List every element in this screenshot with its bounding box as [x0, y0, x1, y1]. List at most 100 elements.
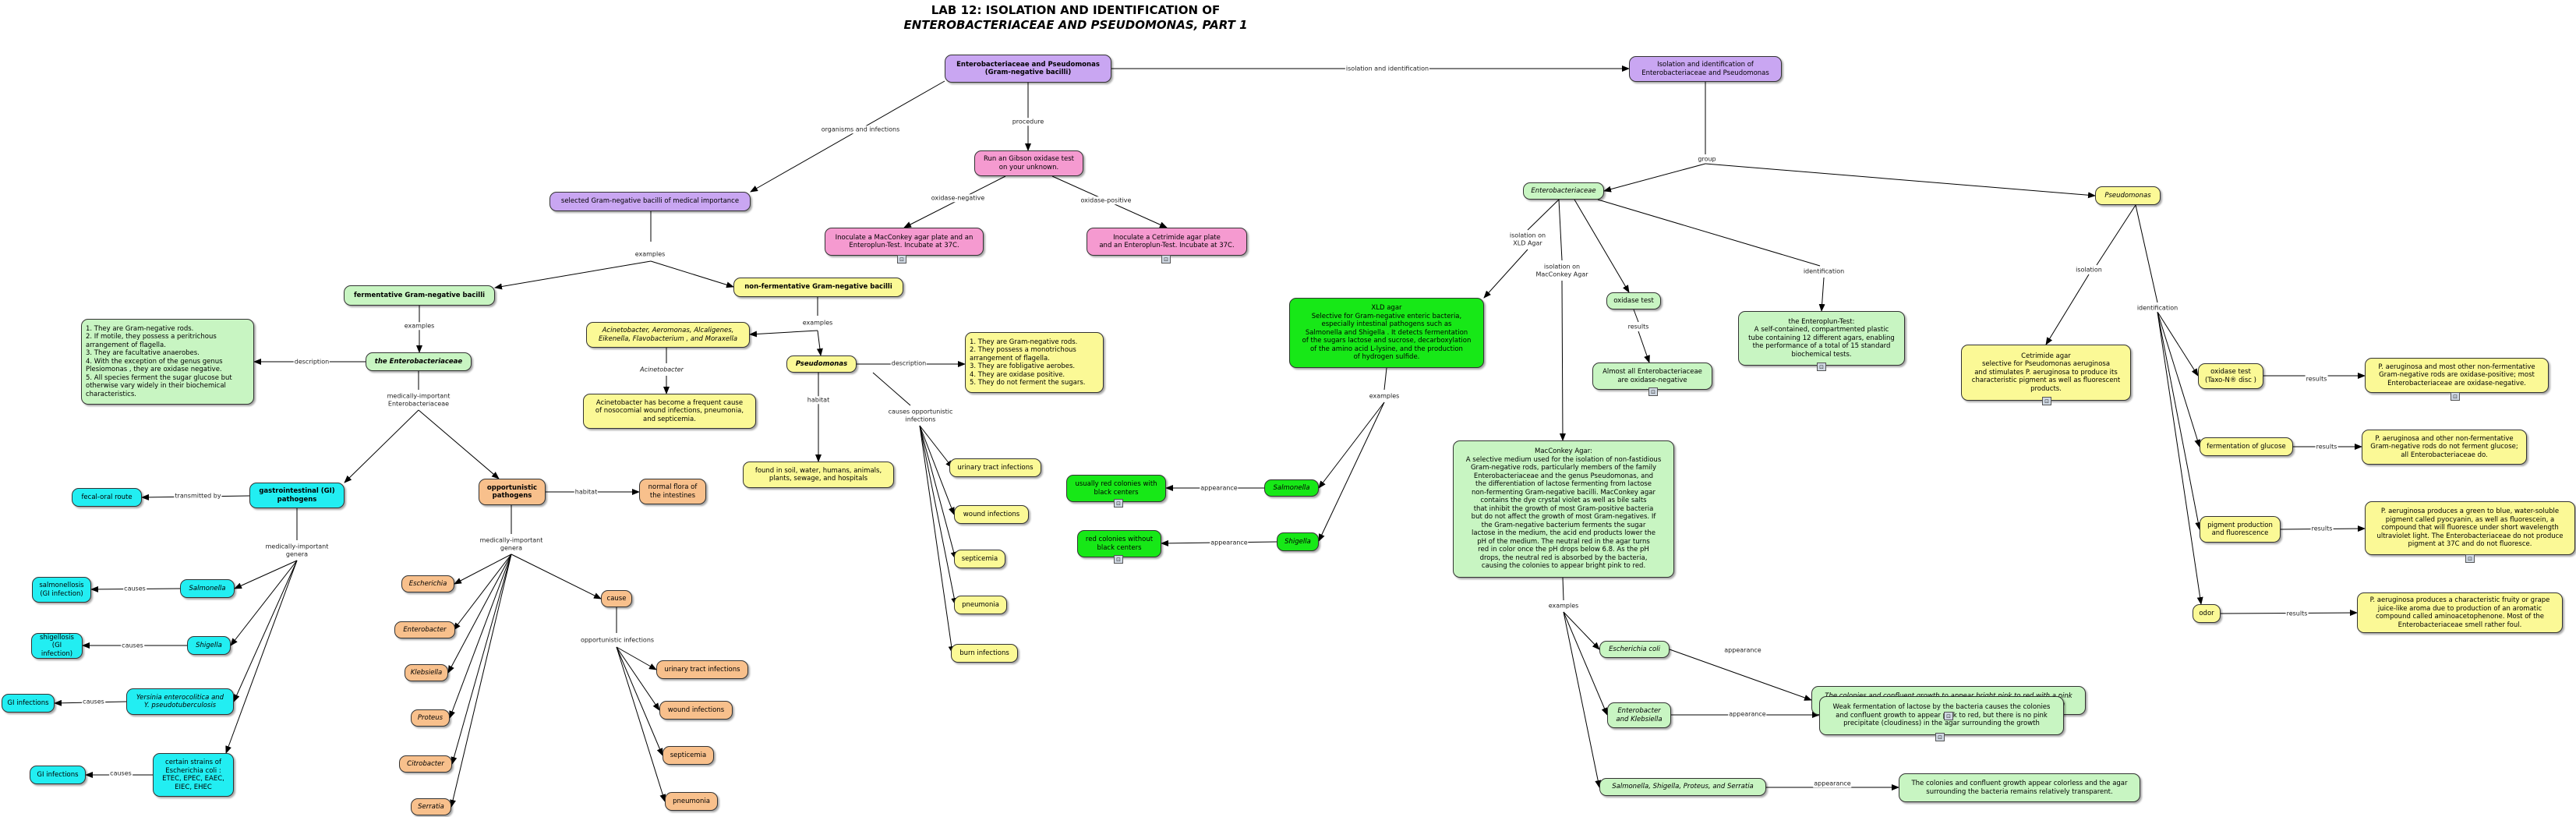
node-result-fermentation[interactable]: P. aeruginosa and other non-fermentative…	[2362, 430, 2527, 465]
node-oxidase-test-entero[interactable]: oxidase test	[1606, 292, 1661, 309]
paperclip-icon[interactable]: ⊡	[1944, 712, 1953, 720]
node-appearance-salmonella[interactable]: The colonies and confluent growth appear…	[1899, 773, 2140, 802]
node-pseudomonas-description[interactable]: 1. They are Gram-negative rods. 2. They …	[965, 332, 1104, 393]
node-normal-flora[interactable]: normal flora of the intestines	[639, 479, 706, 504]
node-isolation-root[interactable]: Isolation and identification of Enteroba…	[1629, 56, 1782, 82]
node-macconkey-salmonella[interactable]: Salmonella, Shigella, Proteus, and Serra…	[1599, 778, 1766, 796]
title-line-1: LAB 12: ISOLATION AND IDENTIFICATION OF	[931, 3, 1221, 17]
connector-line	[1638, 331, 1650, 363]
node-oxidase-procedure[interactable]: Run an Gibson oxidase test on your unkno…	[974, 150, 1083, 176]
label-opportunistic-infections: opportunistic infections	[579, 636, 655, 644]
node-salmonellosis[interactable]: salmonellosis (GI infection)	[32, 577, 91, 603]
paperclip-icon[interactable]: ⊡	[1648, 387, 1658, 396]
node-the-enterobacteriaceae[interactable]: the Enterobacteriaceae	[366, 352, 472, 371]
node-fermentative[interactable]: fermentative Gram-negative bacilli	[344, 285, 495, 306]
node-fermentation-glucose[interactable]: fermentation of glucose	[2200, 437, 2293, 456]
node-macconkey-ecoli[interactable]: Escherichia coli	[1599, 641, 1670, 658]
node-opp-pneumonia[interactable]: pneumonia	[665, 792, 718, 811]
paperclip-icon[interactable]: ⊡	[1935, 733, 1945, 741]
node-shigella-gi[interactable]: Shigella	[187, 636, 231, 655]
node-salmonella-gi[interactable]: Salmonella	[180, 579, 235, 598]
node-opp-wound[interactable]: wound infections	[659, 701, 733, 720]
node-acinetobacter-list[interactable]: Acinetobacter, Aeromonas, Alcaligenes, E…	[586, 322, 750, 348]
connector-line	[1818, 277, 1825, 312]
node-appearance-enterobacter[interactable]: Weak fermentation of lactose by the bact…	[1819, 696, 2064, 735]
label-examples: examples	[634, 250, 666, 258]
node-oxidase-test-pseudo[interactable]: oxidase test (Taxo-N® disc )	[2198, 363, 2263, 389]
node-opp-septicemia[interactable]: septicemia	[663, 746, 714, 765]
node-genus-klebsiella[interactable]: Klebsiella	[405, 664, 448, 681]
paperclip-icon[interactable]: ⊡	[1161, 255, 1171, 263]
node-xld-agar[interactable]: XLD agar Selective for Gram-negative ent…	[1289, 298, 1484, 368]
node-shigellosis[interactable]: shigellosis (GI infection)	[31, 633, 83, 659]
node-enteroplun-test[interactable]: the Enteroplun-Test: A self-contained, c…	[1738, 311, 1905, 366]
node-cetrimide-agar[interactable]: Cetrimide agar selective for Pseudomonas…	[1961, 345, 2131, 401]
node-pseudomonas-habitat[interactable]: found in soil, water, humans, animals, p…	[743, 462, 894, 488]
node-pseudomonas-mid[interactable]: Pseudomonas	[786, 355, 857, 373]
node-entero-description[interactable]: 1. They are Gram-negative rods. 2. If mo…	[81, 319, 254, 405]
label-isolation-and-identification: isolation and identification	[1345, 65, 1430, 73]
node-salmonella-xld[interactable]: Salmonella	[1264, 479, 1319, 497]
label-acinetobacter: Acinetobacter	[639, 366, 684, 373]
node-genus-serratia[interactable]: Serratia	[411, 798, 451, 815]
connector-line	[233, 560, 298, 702]
node-result-odor[interactable]: P. aeruginosa produces a characteristic …	[2357, 592, 2563, 633]
node-usually-red-colonies[interactable]: usually red colonies with black centers	[1066, 475, 1166, 502]
node-result-pigment[interactable]: P. aeruginosa produces a green to blue, …	[2365, 501, 2575, 555]
node-odor[interactable]: odor	[2193, 604, 2221, 623]
node-infection-burn[interactable]: burn infections	[951, 644, 1018, 663]
node-opportunistic-pathogens[interactable]: opportunistic pathogens	[479, 479, 546, 505]
node-shigella-xld[interactable]: Shigella	[1277, 532, 1319, 551]
node-selected-bacilli[interactable]: selected Gram-negative bacilli of medica…	[549, 192, 751, 211]
connector-line	[344, 409, 419, 483]
node-enterobacteriaceae-right[interactable]: Enterobacteriaceae	[1523, 182, 1604, 200]
connector-line	[2135, 204, 2158, 303]
paperclip-icon[interactable]: ⊡	[1114, 555, 1123, 564]
paperclip-icon[interactable]: ⊡	[2465, 554, 2475, 563]
node-genus-escherichia[interactable]: Escherichia	[401, 575, 454, 592]
node-macconkey-enterobacter[interactable]: Enterobacter and Klebsiella	[1607, 702, 1671, 728]
node-genus-citrobacter[interactable]: Citrobacter	[399, 755, 452, 773]
node-gi-infections-1[interactable]: GI infections	[2, 694, 55, 713]
node-yersinia[interactable]: Yersinia enterocolitica and Y. pseudotub…	[126, 688, 234, 715]
paperclip-icon[interactable]: ⊡	[2451, 392, 2460, 401]
node-fecal-oral[interactable]: fecal-oral route	[72, 488, 142, 507]
label-habitat: habitat	[574, 488, 599, 496]
label-examples: examples	[1368, 392, 1401, 400]
node-result-oxidase[interactable]: P. aeruginosa and most other non-ferment…	[2365, 358, 2549, 393]
node-infection-septicemia[interactable]: septicemia	[954, 550, 1005, 568]
connector-line	[1563, 611, 1602, 788]
node-root[interactable]: Enterobacteriaceae and Pseudomonas (Gram…	[945, 55, 1111, 83]
paperclip-icon[interactable]: ⊡	[1114, 499, 1123, 508]
node-cause[interactable]: cause	[601, 590, 632, 607]
connector-line	[816, 330, 823, 356]
paperclip-icon[interactable]: ⊡	[2042, 397, 2051, 405]
node-infection-pneumonia[interactable]: pneumonia	[954, 596, 1007, 614]
connector-line	[750, 80, 945, 193]
label-organisms-and-infections: organisms and infections	[820, 126, 901, 133]
node-non-fermentative[interactable]: non-fermentative Gram-negative bacilli	[733, 278, 903, 297]
node-opp-uti[interactable]: urinary tract infections	[656, 660, 748, 679]
label-causes-opportunistic: causes opportunistic infections	[887, 408, 954, 423]
connector-line	[230, 560, 298, 646]
node-infection-uti[interactable]: urinary tract infections	[949, 458, 1041, 477]
node-pigment-production[interactable]: pigment production and fluorescence	[2200, 516, 2281, 543]
node-almost-all-oxidase-negative[interactable]: Almost all Enterobacteriaceae are oxidas…	[1592, 363, 1712, 390]
paperclip-icon[interactable]: ⊡	[1817, 363, 1826, 371]
node-macconkey-agar[interactable]: MacConkey Agar: A selective medium used …	[1453, 440, 1674, 578]
connector-line	[1597, 199, 1821, 267]
page-title: LAB 12: ISOLATION AND IDENTIFICATION OF …	[686, 3, 1465, 33]
node-red-colonies-without[interactable]: red colonies without black centers	[1077, 530, 1161, 557]
node-acinetobacter-description[interactable]: Acinetobacter has become a frequent caus…	[583, 394, 756, 429]
node-gi-pathogens[interactable]: gastrointestinal (GI) pathogens	[249, 483, 345, 508]
label-examples: examples	[1547, 602, 1580, 610]
node-inoculate-macconkey[interactable]: Inoculate a MacConkey agar plate and an …	[825, 228, 984, 256]
node-genus-enterobacter[interactable]: Enterobacter	[394, 621, 455, 638]
paperclip-icon[interactable]: ⊡	[897, 255, 906, 263]
node-genus-proteus[interactable]: Proteus	[411, 709, 450, 727]
node-inoculate-cetrimide[interactable]: Inoculate a Cetrimide agar plate and an …	[1087, 228, 1247, 256]
node-gi-infections-2[interactable]: GI infections	[30, 766, 86, 784]
node-ecoli-strains[interactable]: certain strains of Escherichia coli : ET…	[153, 753, 234, 797]
node-infection-wound[interactable]: wound infections	[954, 505, 1029, 524]
node-pseudomonas-right[interactable]: Pseudomonas	[2095, 186, 2161, 205]
